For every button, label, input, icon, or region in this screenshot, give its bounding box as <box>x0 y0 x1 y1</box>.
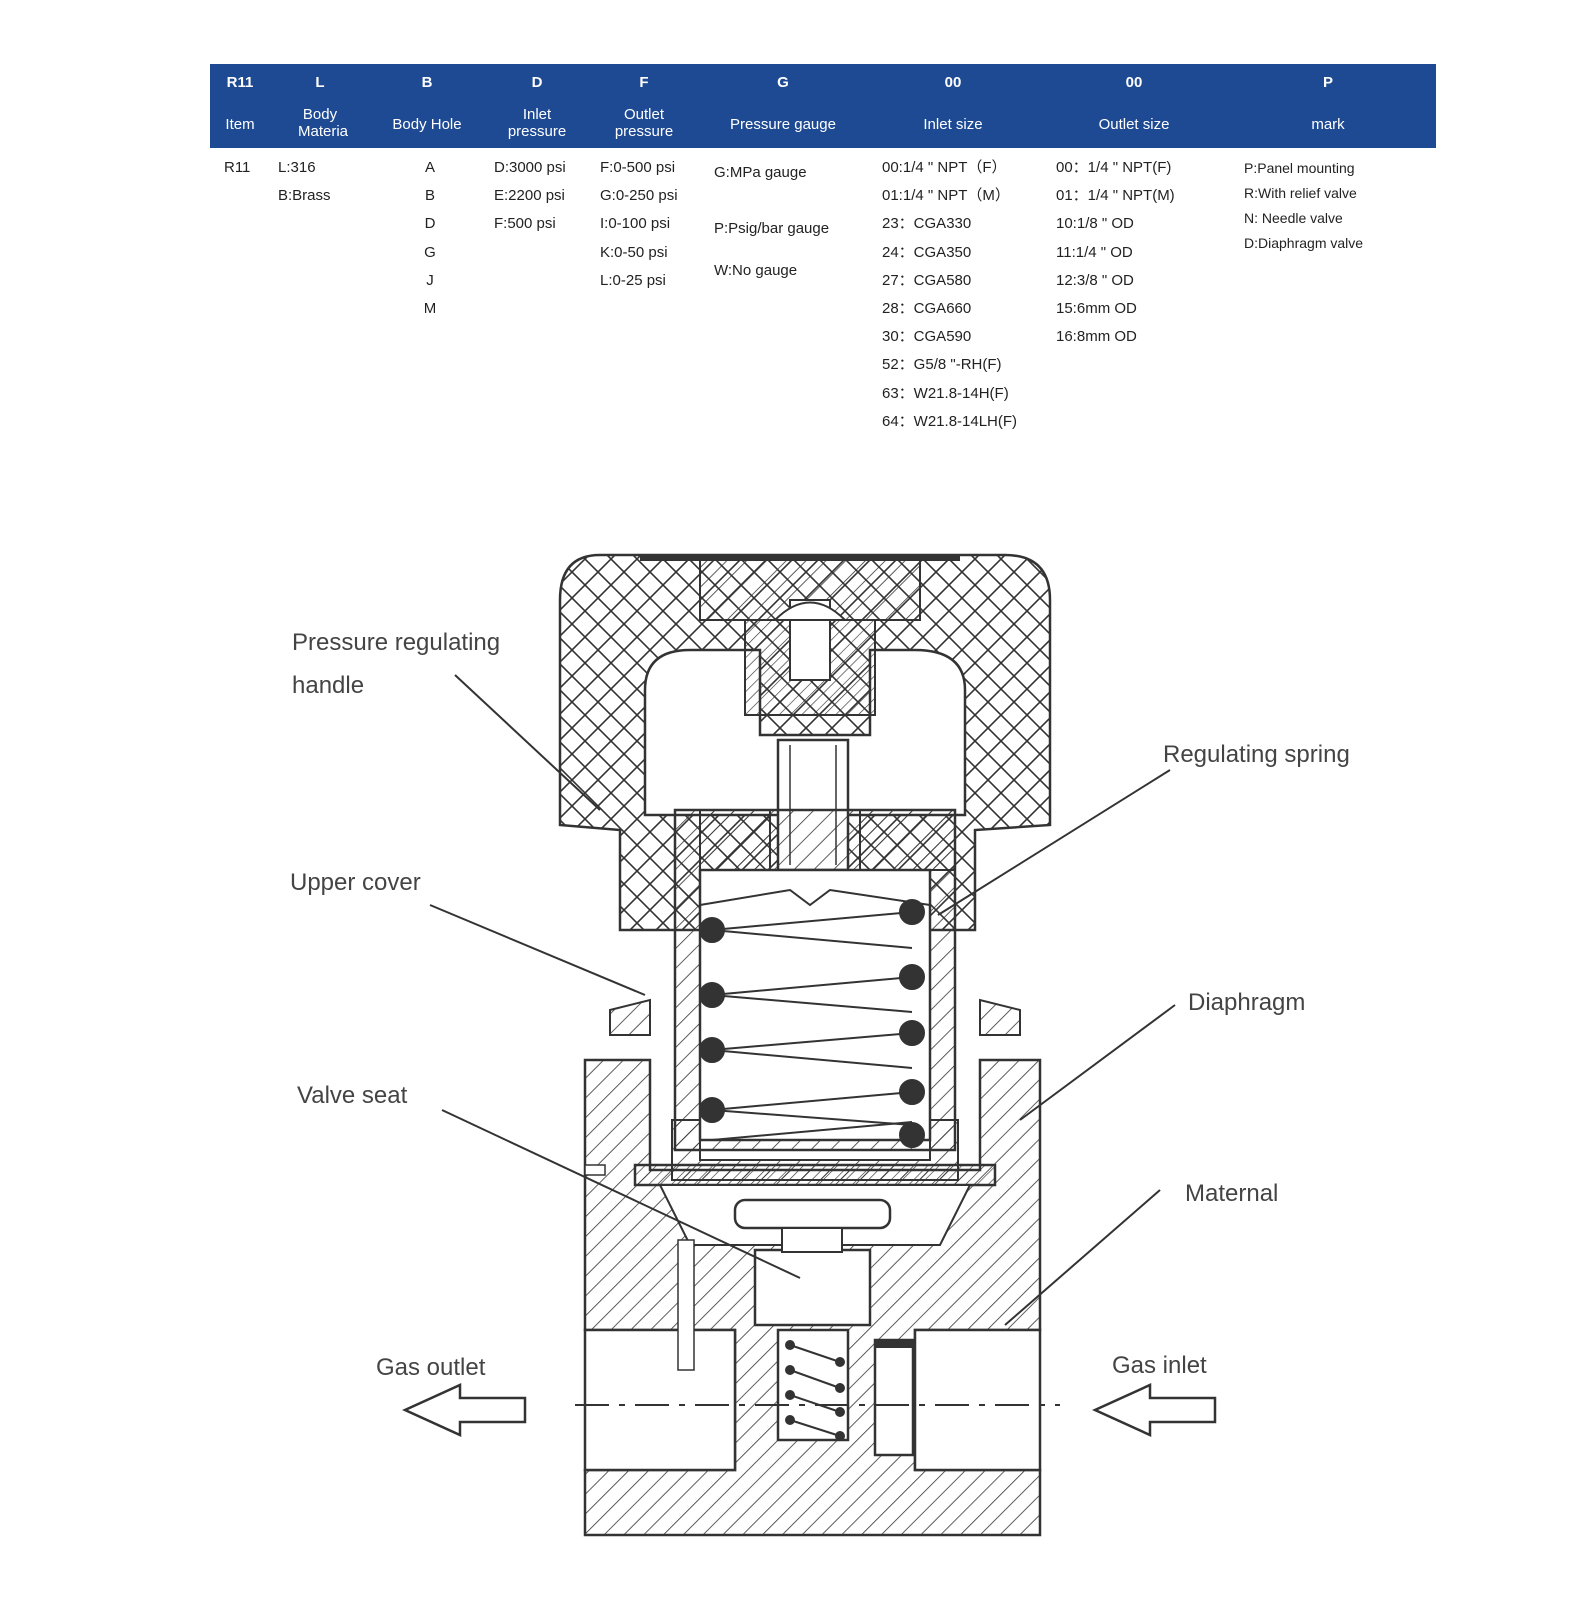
label-diaphragm: Diaphragm <box>1188 989 1305 1016</box>
outlet-size-column: 00：1/4 " NPT(F) 01：1/4 " NPT(M) 10:1/8 "… <box>1056 154 1175 351</box>
table-cell: 30：CGA590 <box>882 328 972 346</box>
table-cell: 12:3/8 " OD <box>1056 271 1134 289</box>
table-cell: B:Brass <box>278 187 331 205</box>
header-code: 00 <box>1125 74 1143 91</box>
header-body-hole: B Body Hole <box>370 64 484 148</box>
leader-lines <box>429 674 1176 1326</box>
header-code: G <box>777 74 789 91</box>
header-mark: P mark <box>1230 64 1426 148</box>
table-cell: 10:1/8 " OD <box>1056 215 1134 233</box>
header-code: 00 <box>944 74 962 91</box>
header-code: P <box>1322 74 1333 91</box>
table-cell: 28：CGA660 <box>882 299 972 317</box>
table-cell: 16:8mm OD <box>1056 328 1137 346</box>
body-material-column: L:316 B:Brass <box>278 154 331 210</box>
header-item: R11 Item <box>210 64 270 148</box>
outlet-pressure-column: F:0-500 psi G:0-250 psi I:0-100 psi K:0-… <box>600 154 678 295</box>
table-cell: B <box>424 187 435 205</box>
label-handle-line1: Pressure regulating <box>292 629 500 656</box>
table-cell: D <box>424 215 436 233</box>
header-title: Inlet size <box>923 116 983 133</box>
mark-column: P:Panel mounting R:With relief valve N: … <box>1244 156 1363 256</box>
table-cell: 24：CGA350 <box>882 243 972 261</box>
table-cell: R11 <box>224 159 251 176</box>
inlet-size-column: 00:1/4 " NPT（F） 01:1/4 " NPT（M） 23：CGA33… <box>882 154 1017 436</box>
header-code: B <box>421 74 433 91</box>
label-handle-line2: handle <box>292 672 364 699</box>
label-gas-outlet: Gas outlet <box>376 1354 486 1381</box>
table-cell: M <box>423 299 437 317</box>
table-cell: D:Diaphragm valve <box>1244 235 1364 251</box>
inlet-pressure-column: D:3000 psi E:2200 psi F:500 psi <box>494 154 566 239</box>
header-title: mark <box>1311 116 1345 133</box>
table-cell: P:Panel mounting <box>1244 160 1355 176</box>
table-cell: G <box>424 243 436 261</box>
table-header: R11 Item L Body Materia B Body Hole D In… <box>210 64 1436 148</box>
table-cell: 00：1/4 " NPT(F) <box>1056 159 1172 176</box>
table-cell: A <box>424 159 435 176</box>
header-title: Pressure gauge <box>730 116 836 133</box>
header-code: F <box>639 74 649 91</box>
table-cell: 01：1/4 " NPT(M) <box>1056 187 1175 205</box>
label-maternal: Maternal <box>1185 1180 1278 1207</box>
order-code-table: R11 Item L Body Materia B Body Hole D In… <box>210 64 1436 438</box>
header-title: Body Hole <box>392 116 462 133</box>
table-cell: F:0-500 psi <box>600 159 676 176</box>
header-body-material: L Body Materia <box>270 64 370 148</box>
header-title: Body Materia <box>298 106 349 140</box>
header-pressure-gauge: G Pressure gauge <box>698 64 868 148</box>
gas-inlet-arrow <box>1091 1383 1217 1437</box>
regulating-spring <box>699 899 925 1148</box>
header-title: Item <box>225 116 255 133</box>
body-hole-column: A B D G J M <box>422 154 438 323</box>
header-outlet-size: 00 Outlet size <box>1038 64 1230 148</box>
label-gas-inlet: Gas inlet <box>1112 1352 1207 1379</box>
label-regulating-spring: Regulating spring <box>1163 741 1350 768</box>
label-valve-seat: Valve seat <box>297 1082 408 1109</box>
table-cell: D:3000 psi <box>494 159 566 176</box>
table-cell: 15:6mm OD <box>1056 299 1137 317</box>
table-cell: E:2200 psi <box>494 187 565 205</box>
table-cell: 01:1/4 " NPT（M） <box>882 187 1010 205</box>
table-cell: 64：W21.8-14LH(F) <box>882 412 1018 430</box>
header-code: D <box>531 74 543 91</box>
label-upper-cover: Upper cover <box>290 869 421 896</box>
table-cell: 52：G5/8 "-RH(F) <box>882 356 1002 374</box>
table-cell: G:0-250 psi <box>600 187 678 205</box>
header-inlet-size: 00 Inlet size <box>868 64 1038 148</box>
header-inlet-pressure: D Inlet pressure <box>484 64 590 148</box>
regulator-cross-section-diagram: Pressure regulating handle Regulating sp… <box>290 553 1350 1537</box>
table-cell: G:MPa gauge <box>714 164 807 181</box>
table-cell: F:500 psi <box>494 215 556 233</box>
header-title: Outlet size <box>1098 116 1170 133</box>
table-cell: K:0-50 psi <box>600 243 668 261</box>
item-column: R11 <box>224 154 250 182</box>
table-cell: J <box>426 271 434 289</box>
header-code: L <box>315 74 325 91</box>
table-cell: 63：W21.8-14H(F) <box>882 384 1009 402</box>
table-cell: 11:1/4 " OD <box>1056 243 1133 261</box>
header-outlet-pressure: F Outlet pressure <box>590 64 698 148</box>
table-cell: L:0-25 psi <box>600 271 666 289</box>
header-title: Outlet pressure <box>614 106 674 140</box>
table-body: R11 L:316 B:Brass A B D G J M D:3000 psi… <box>210 148 1436 438</box>
table-cell: 27：CGA580 <box>882 271 972 289</box>
table-cell: I:0-100 psi <box>600 215 671 233</box>
table-cell: N: Needle valve <box>1244 210 1343 226</box>
table-cell: 23：CGA330 <box>882 215 972 233</box>
header-code: R11 <box>226 74 254 91</box>
valve-seat <box>733 1198 915 1457</box>
table-cell: L:316 <box>278 159 316 176</box>
table-cell: R:With relief valve <box>1244 185 1357 201</box>
table-cell: 00:1/4 " NPT（F） <box>882 159 1007 176</box>
table-cell: W:No gauge <box>714 262 798 279</box>
table-cell: P:Psig/bar gauge <box>714 220 830 237</box>
gas-outlet-arrow <box>401 1383 527 1437</box>
header-title: Inlet pressure <box>507 106 567 140</box>
